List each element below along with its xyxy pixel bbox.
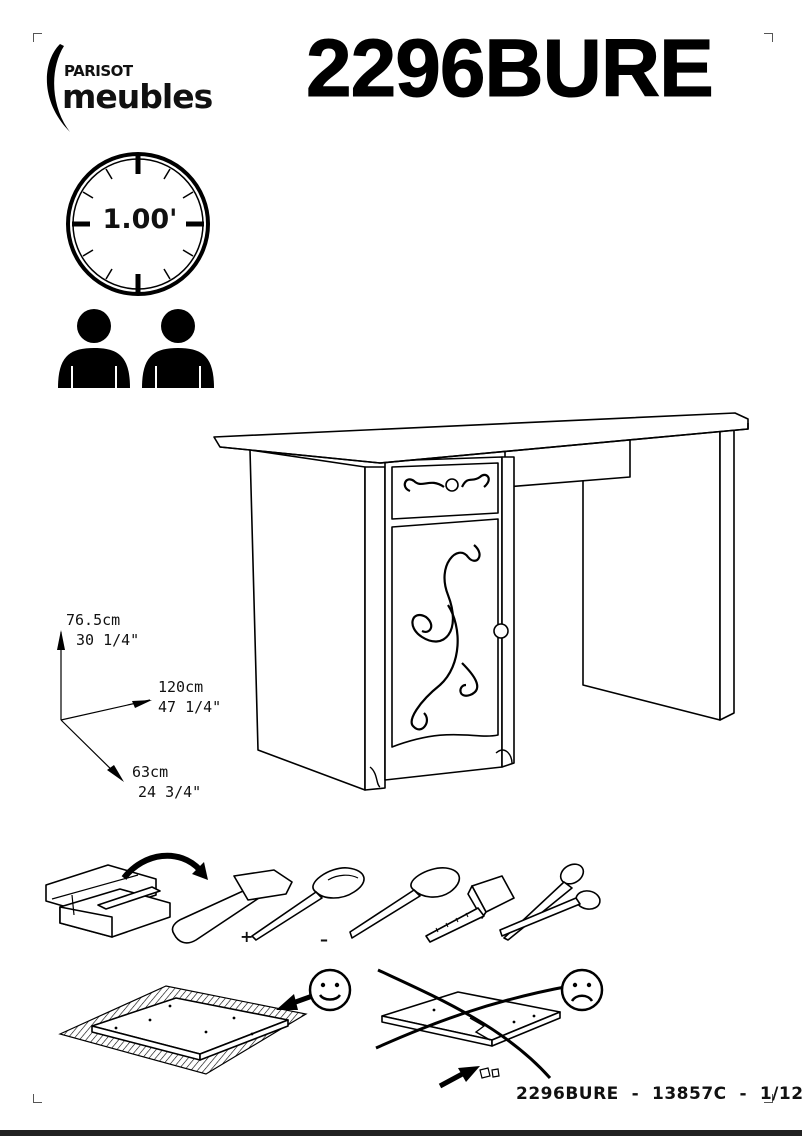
tape-measure-icon [425, 875, 515, 943]
flat-minus-sign: – [320, 930, 328, 949]
desk-illustration [213, 412, 749, 791]
crop-mark-top-right [764, 33, 773, 42]
flat-screwdriver-icon [349, 867, 461, 939]
width-cm-label: 120cm [158, 678, 204, 696]
crop-mark-top-left [33, 33, 42, 42]
width-in-label: 47 1/4" [158, 698, 222, 716]
footer-document-code: 2296BURE - 13857C - 1/12 [516, 1084, 802, 1104]
phillips-screwdriver-icon [251, 867, 365, 941]
panel-on-floor-crossed-illustration [375, 968, 571, 1079]
scissors-icon [499, 863, 601, 941]
phillips-plus-sign: + [240, 927, 254, 946]
assembly-time: 1.00' [102, 204, 178, 235]
crop-mark-bottom-left [33, 1094, 42, 1103]
toolbox-icon [45, 864, 171, 938]
bottom-divider [0, 1130, 802, 1136]
clock-icon [66, 152, 210, 296]
depth-in-label: 24 3/4" [138, 783, 202, 801]
logo-brand-text: PARISOT [64, 62, 133, 80]
page-title: 2296BURE [306, 23, 715, 114]
logo-word-text: meubles [62, 77, 213, 116]
crop-mark-bottom-right [764, 1094, 773, 1103]
curved-arrow-icon [121, 852, 208, 880]
height-in-label: 30 1/4" [76, 631, 140, 649]
two-persons-icon [58, 309, 214, 388]
happy-face-icon [308, 968, 352, 1012]
height-cm-label: 76.5cm [66, 611, 121, 629]
sad-face-icon [560, 968, 604, 1012]
pointing-arrow-bad-icon [438, 1066, 480, 1089]
depth-cm-label: 63cm [132, 763, 169, 781]
panel-on-carpet-illustration [58, 985, 308, 1075]
dimension-axes [57, 630, 152, 782]
hammer-icon [171, 869, 293, 944]
logo-swoosh-icon [46, 44, 70, 132]
